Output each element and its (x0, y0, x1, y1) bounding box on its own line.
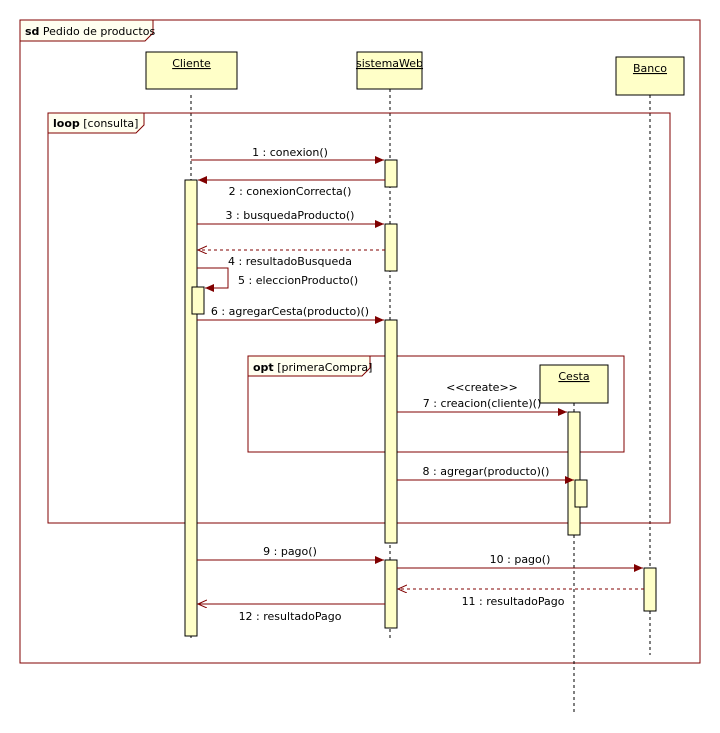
message-12[interactable]: 12 : resultadoPago (198, 604, 385, 623)
loop-fragment-label: loop [consulta] (53, 117, 138, 130)
message-3[interactable]: 3 : busquedaProducto() (197, 209, 384, 228)
message-7-stereotype: <<create>> (446, 381, 518, 394)
activation-banco (643, 567, 657, 612)
message-9[interactable]: 9 : pago() (197, 545, 384, 564)
message-8[interactable]: 8 : agregar(producto)() (397, 465, 574, 484)
messages: 1 : conexion() 2 : conexionCorrecta() 3 … (191, 146, 644, 623)
message-10[interactable]: 10 : pago() (397, 553, 643, 572)
activation-bars (184, 159, 657, 637)
lifeline-sistemaweb-name: sistemaWeb (356, 57, 423, 70)
activation-cesta-nested (574, 479, 588, 508)
message-10-label: 10 : pago() (490, 553, 551, 566)
loop-fragment: loop [consulta] (47, 112, 671, 524)
message-3-label: 3 : busquedaProducto() (226, 209, 355, 222)
lifeline-cliente-name: Cliente (172, 57, 211, 70)
activation-cliente-main (184, 179, 198, 637)
activation-cliente-self (191, 286, 205, 315)
message-12-label: 12 : resultadoPago (239, 610, 342, 623)
message-11-label: 11 : resultadoPago (462, 595, 565, 608)
lifeline-banco-head[interactable]: Banco (615, 56, 685, 96)
message-9-label: 9 : pago() (263, 545, 317, 558)
message-8-label: 8 : agregar(producto)() (423, 465, 550, 478)
message-7-label: 7 : creacion(cliente)() (423, 397, 542, 410)
message-6[interactable]: 6 : agregarCesta(producto)() (197, 305, 384, 324)
lifeline-sistemaweb-head[interactable]: sistemaWeb (356, 51, 423, 90)
message-4-label: 4 : resultadoBusqueda (228, 255, 352, 268)
lifeline-cliente-head[interactable]: Cliente (145, 51, 238, 90)
lifeline-banco-name: Banco (633, 62, 667, 75)
message-1[interactable]: 1 : conexion() (191, 146, 384, 164)
message-2-label: 2 : conexionCorrecta() (229, 185, 352, 198)
message-11[interactable]: 11 : resultadoPago (398, 589, 644, 608)
opt-fragment-label: opt [primeraCompra] (253, 361, 372, 374)
activation-sistemaweb-1 (384, 159, 398, 188)
message-7[interactable]: <<create>> 7 : creacion(cliente)() (397, 381, 567, 416)
message-6-label: 6 : agregarCesta(producto)() (211, 305, 369, 318)
opt-fragment: opt [primeraCompra] (247, 355, 625, 453)
activation-sistemaweb-3 (384, 319, 398, 544)
lifeline-heads: Cliente sistemaWeb Banco Cesta (145, 51, 685, 404)
activation-cesta-main (567, 411, 581, 536)
sd-frame-label-box (19, 19, 154, 42)
activation-sistemaweb-4 (384, 559, 398, 629)
message-5-label: 5 : eleccionProducto() (238, 274, 358, 287)
activation-sistemaweb-2 (384, 223, 398, 272)
lifeline-cesta-name: Cesta (558, 370, 589, 383)
sd-frame-label: sd Pedido de productos (25, 25, 155, 38)
lifeline-cesta-head[interactable]: Cesta (539, 364, 609, 404)
message-5[interactable]: 5 : eleccionProducto() (197, 267, 358, 292)
message-2[interactable]: 2 : conexionCorrecta() (198, 176, 385, 198)
message-1-label: 1 : conexion() (252, 146, 328, 159)
message-4[interactable]: 4 : resultadoBusqueda (198, 250, 385, 268)
